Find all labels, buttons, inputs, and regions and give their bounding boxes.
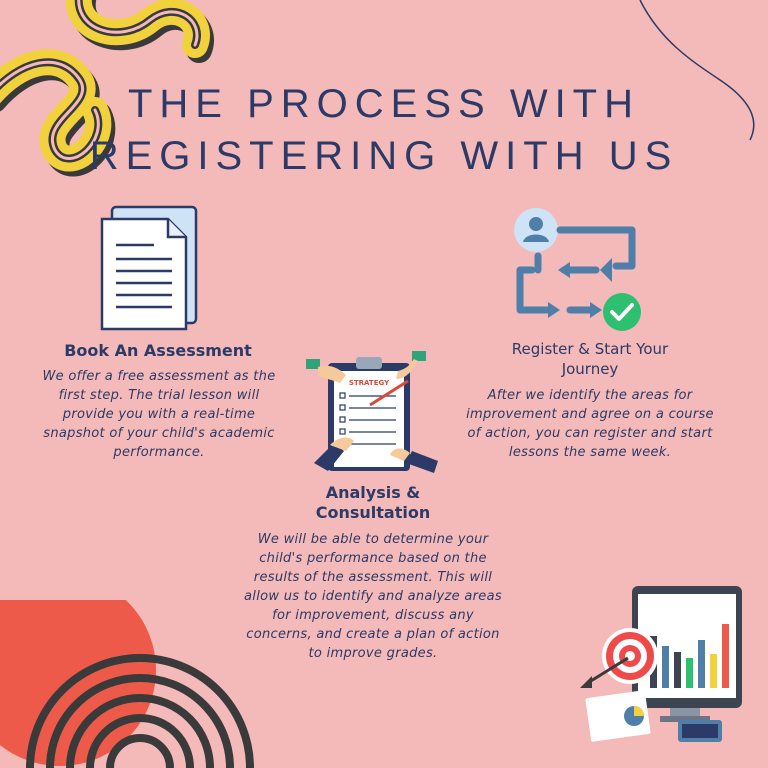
clipboard-label: STRATEGY [349,379,390,387]
document-icon [100,205,198,331]
step-2-text: We will be able to determine your child'… [244,532,502,661]
step-3-heading: Register & Start Your Journey [480,339,700,379]
step-2-heading: Analysis & Consultation [278,483,468,523]
decorative-squiggle [0,0,214,177]
analytics-monitor-icon [580,586,742,742]
step-1-heading: Book An Assessment [64,341,252,360]
strategy-clipboard-icon: STRATEGY [306,351,438,473]
step-3-heading-line1: Register & Start Your [511,340,669,358]
step-3-heading-line2: Journey [561,360,619,378]
step-3-text: After we identify the areas for improvem… [466,388,714,460]
decorative-curve-line [639,0,755,141]
step-2-heading-line2: Consultation [315,503,431,522]
step-2-heading-line1: Analysis & [325,483,421,502]
page-title-line2: registering with us [89,134,679,178]
registration-flow-icon [514,208,641,331]
step-1-text: We offer a free assessment as the first … [42,369,276,460]
decorative-arcs [0,600,254,768]
page-title-line1: The process with [127,82,641,126]
page-title: The process with registering with us [0,78,768,182]
